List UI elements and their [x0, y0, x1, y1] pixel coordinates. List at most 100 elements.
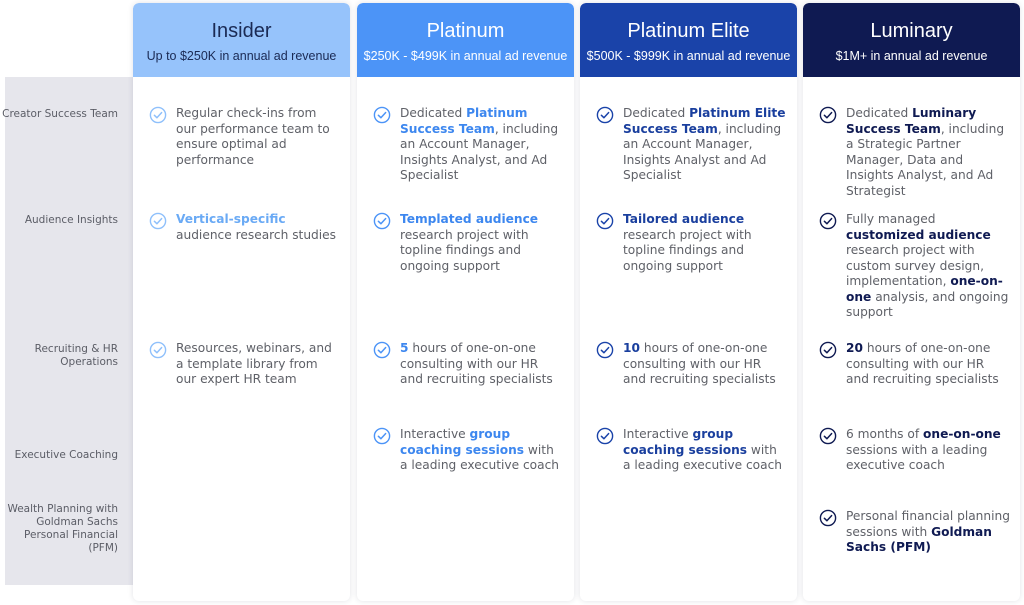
benefit-text: Regular check-ins from our performance t… — [176, 106, 340, 168]
row-label-executive-coaching: Executive Coaching — [14, 449, 118, 461]
check-circle-icon — [596, 212, 614, 230]
benefit-highlight: 5 — [400, 341, 409, 355]
cell-creator-success-team: Regular check-ins from our performance t… — [149, 106, 340, 168]
tier-header-insider: Insider Up to $250K in annual ad revenue — [133, 3, 350, 77]
tier-name: Insider — [211, 20, 272, 42]
benefit-text-span: Resources, webinars, and a template libr… — [176, 341, 332, 386]
benefit-text-span: hours of one-on-one consulting with our … — [846, 341, 999, 386]
benefit-text: Vertical-specific audience research stud… — [176, 212, 340, 243]
benefit-highlight: Templated audience — [400, 212, 539, 226]
check-circle-icon — [373, 106, 391, 124]
tier-revenue-range: $250K - $499K in annual ad revenue — [363, 49, 568, 63]
cell-recruiting-hr: 10 hours of one-on-one consulting with o… — [596, 341, 787, 388]
benefit-highlight: one-on-one — [846, 274, 1003, 304]
tier-column-platinum: Platinum $250K - $499K in annual ad reve… — [357, 3, 574, 601]
benefit-highlight: Platinum Success Team — [400, 106, 528, 136]
check-circle-icon — [373, 341, 391, 359]
benefit-highlight: 10 — [623, 341, 640, 355]
benefit-text-span: analysis, and ongoing support — [846, 289, 1009, 320]
benefit-text-span: , including an Account Manager, Insights… — [400, 121, 559, 183]
cell-recruiting-hr: 20 hours of one-on-one consulting with o… — [819, 341, 1010, 388]
benefit-text: Dedicated Platinum Success Team, includi… — [400, 106, 564, 184]
row-label-recruiting-hr: Recruiting & HR Operations — [34, 343, 118, 368]
benefit-text: 20 hours of one-on-one consulting with o… — [846, 341, 1010, 388]
benefit-highlight: Tailored audience — [623, 212, 745, 226]
benefit-text-span: Dedicated — [400, 106, 467, 120]
benefit-text-span: 6 months of — [846, 427, 924, 441]
benefit-highlight: Luminary Success Team — [846, 106, 977, 136]
benefit-text-span: with a leading executive coach — [400, 442, 559, 473]
check-circle-icon — [819, 212, 837, 230]
benefit-text-span: research project with topline findings a… — [623, 227, 752, 273]
check-circle-icon — [819, 509, 837, 527]
benefit-text-span: research project with custom survey desi… — [846, 243, 984, 288]
benefit-text-span: , including an Account Manager, Insights… — [623, 121, 782, 183]
benefit-text: Dedicated Platinum Elite Success Team, i… — [623, 106, 787, 184]
tier-revenue-range: $500K - $999K in annual ad revenue — [586, 49, 791, 63]
benefit-text: Templated audience research project with… — [400, 212, 564, 274]
benefit-highlight: group coaching sessions — [400, 427, 525, 457]
benefit-text-span: Regular check-ins from our performance t… — [176, 106, 330, 167]
cell-executive-coaching: Interactive group coaching sessions with… — [596, 427, 787, 474]
benefit-text: 6 months of one-on-one sessions with a l… — [846, 427, 1010, 474]
tier-column-platinum-elite: Platinum Elite $500K - $999K in annual a… — [580, 3, 797, 601]
benefit-highlight: customized audience — [846, 227, 991, 242]
benefit-text: 5 hours of one-on-one consulting with ou… — [400, 341, 564, 388]
tier-header-luminary: Luminary $1M+ in annual ad revenue — [803, 3, 1020, 77]
check-circle-icon — [149, 341, 167, 359]
benefit-text: Fully managed customized audience resear… — [846, 212, 1010, 321]
benefit-text-span: research project with topline findings a… — [400, 227, 529, 273]
cell-recruiting-hr: 5 hours of one-on-one consulting with ou… — [373, 341, 564, 388]
tier-column-luminary: Luminary $1M+ in annual ad revenue Dedic… — [803, 3, 1020, 601]
cell-executive-coaching: Interactive group coaching sessions with… — [373, 427, 564, 474]
benefit-text: Dedicated Luminary Success Team, includi… — [846, 106, 1010, 199]
cell-audience-insights: Vertical-specific audience research stud… — [149, 212, 340, 243]
benefit-text: Interactive group coaching sessions with… — [623, 427, 787, 474]
benefit-text-span: audience research studies — [176, 227, 337, 242]
check-circle-icon — [596, 427, 614, 445]
row-label-audience-insights: Audience Insights — [24, 214, 118, 226]
benefit-highlight: coaching sessions — [623, 442, 748, 457]
check-circle-icon — [149, 106, 167, 124]
tier-name: Platinum — [426, 20, 505, 42]
check-circle-icon — [819, 427, 837, 445]
cell-audience-insights: Templated audience research project with… — [373, 212, 564, 274]
row-label-creator-success-team: Creator Success Team — [2, 108, 118, 120]
benefit-highlight: 20 — [846, 341, 863, 355]
benefit-highlight: Vertical-specific — [176, 212, 286, 226]
cell-creator-success-team: Dedicated Platinum Elite Success Team, i… — [596, 106, 787, 184]
benefit-highlight: one-on-one — [923, 427, 1001, 441]
cell-audience-insights: Fully managed customized audience resear… — [819, 212, 1010, 321]
tier-name: Luminary — [870, 20, 953, 42]
cell-creator-success-team: Dedicated Luminary Success Team, includi… — [819, 106, 1010, 199]
benefit-text-span: Interactive — [400, 427, 470, 441]
cell-creator-success-team: Dedicated Platinum Success Team, includi… — [373, 106, 564, 184]
check-circle-icon — [149, 212, 167, 230]
benefit-text-span: sessions with a leading executive coach — [846, 442, 988, 473]
benefit-highlight: group — [692, 427, 734, 441]
check-circle-icon — [596, 341, 614, 359]
cell-audience-insights: Tailored audience research project with … — [596, 212, 787, 274]
tier-header-platinum: Platinum $250K - $499K in annual ad reve… — [357, 3, 574, 77]
cell-wealth-planning: Personal financial planning sessions wit… — [819, 509, 1010, 556]
benefit-text: Personal financial planning sessions wit… — [846, 509, 1010, 556]
benefit-text-span: hours of one-on-one consulting with our … — [623, 341, 776, 386]
benefit-text-span: , including a Strategic Partner Manager,… — [846, 121, 1005, 198]
benefit-text: Tailored audience research project with … — [623, 212, 787, 274]
check-circle-icon — [819, 106, 837, 124]
row-labels-column — [5, 77, 133, 585]
benefit-text: 10 hours of one-on-one consulting with o… — [623, 341, 787, 388]
check-circle-icon — [373, 427, 391, 445]
benefit-text-span: Dedicated — [846, 106, 913, 120]
benefit-text-span: Interactive — [623, 427, 693, 441]
tier-revenue-range: Up to $250K in annual ad revenue — [146, 49, 337, 63]
check-circle-icon — [819, 341, 837, 359]
benefit-text-span: with a leading executive coach — [623, 442, 782, 473]
benefit-highlight: Platinum Elite Success Team — [623, 106, 786, 136]
cell-executive-coaching: 6 months of one-on-one sessions with a l… — [819, 427, 1010, 474]
benefit-highlight: Goldman Sachs (PFM) — [846, 524, 992, 555]
benefit-text-span: hours of one-on-one consulting with our … — [400, 341, 553, 386]
check-circle-icon — [596, 106, 614, 124]
tier-revenue-range: $1M+ in annual ad revenue — [835, 49, 988, 63]
check-circle-icon — [373, 212, 391, 230]
